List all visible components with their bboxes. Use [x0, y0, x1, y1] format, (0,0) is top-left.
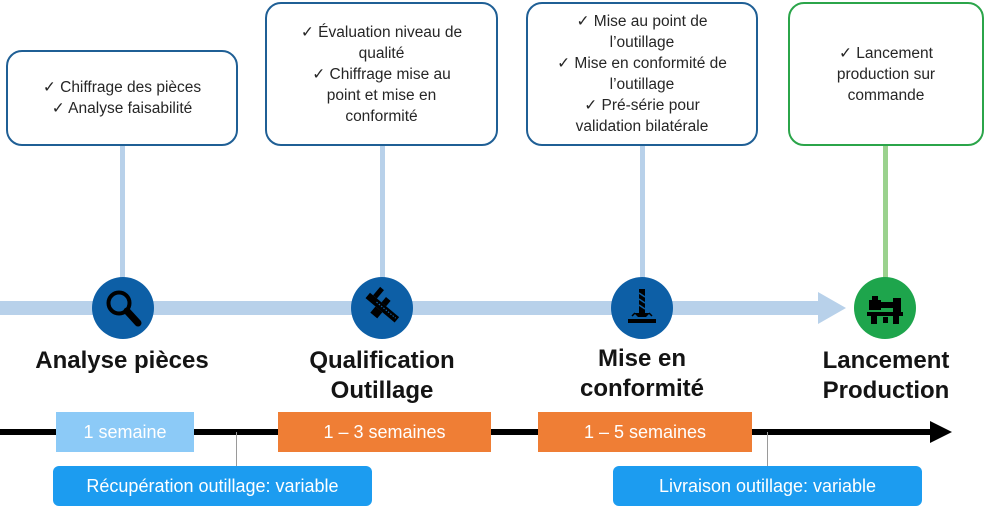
connector-lancement: [883, 146, 888, 296]
phase-title-conformite: Mise en conformité: [522, 344, 762, 404]
phase-title-line: Outillage: [330, 377, 434, 404]
phase-title-qualification: Qualification Outillage: [262, 346, 502, 406]
card-item: production sur: [836, 65, 936, 83]
duration-label: 1 semaine: [83, 421, 167, 442]
card-qualification: ✓ Évaluation niveau de qualité ✓ Chiffra…: [265, 2, 498, 146]
phase-title-line: Mise en: [597, 345, 687, 372]
connector-qualification: [380, 146, 385, 296]
tick-delivery: [767, 432, 768, 466]
machine-icon: [867, 296, 903, 324]
drill-icon: [628, 289, 656, 323]
node-conformite: [611, 277, 673, 339]
duration-label: 1 – 5 semaines: [583, 421, 707, 442]
phase-title-line: Analyse pièces: [35, 347, 209, 374]
phase-title-line: conformité: [579, 375, 704, 402]
card-item: l’outillage: [609, 34, 675, 51]
phase-title-analyse: Analyse pièces: [2, 346, 242, 376]
tooling-recovery-pill: Récupération outillage: variable: [53, 466, 372, 506]
tooling-delivery-label: Livraison outillage: variable: [658, 475, 877, 496]
card-item: conformité: [345, 107, 418, 125]
card-lancement: ✓ Lancement production sur commande: [788, 2, 984, 146]
duration-label: 1 – 3 semaines: [323, 421, 446, 442]
card-item: point et mise en: [326, 86, 437, 104]
node-analyse: [92, 277, 154, 339]
card-item: ✓ Lancement: [839, 44, 933, 62]
card-item: ✓ Évaluation niveau de: [300, 23, 463, 41]
magnifier-icon: [106, 290, 142, 327]
phase-title-line: Lancement: [822, 347, 950, 374]
card-item: validation bilatérale: [575, 118, 709, 135]
tick-recovery: [236, 432, 237, 466]
card-item: ✓ Mise en conformité de: [557, 55, 727, 72]
node-qualification: [351, 277, 413, 339]
tooling-delivery-pill: Livraison outillage: variable: [613, 466, 922, 506]
card-item: qualité: [358, 44, 405, 62]
card-item: ✓ Chiffrage mise au: [312, 65, 451, 83]
phase-title-line: Qualification: [309, 347, 455, 374]
card-item: ✓ Analyse faisabilité: [51, 100, 193, 117]
caliper-icon: [365, 286, 400, 323]
card-item: ✓ Chiffrage des pièces: [42, 79, 202, 96]
phase-title-lancement: Lancement Production: [766, 346, 1000, 406]
card-conformite: ✓ Mise au point de l’outillage ✓ Mise en…: [526, 2, 758, 146]
phase-title-line: Production: [822, 377, 950, 404]
duration-qualification: 1 – 3 semaines: [278, 412, 491, 452]
card-item: ✓ Pré-série pour: [584, 97, 700, 114]
card-item: ✓ Mise au point de: [576, 13, 708, 30]
card-item: commande: [847, 86, 925, 104]
connector-conformite: [640, 146, 645, 296]
duration-conformite: 1 – 5 semaines: [538, 412, 752, 452]
duration-analyse: 1 semaine: [56, 412, 194, 452]
card-analyse: ✓ Chiffrage des pièces ✓ Analyse faisabi…: [6, 50, 238, 146]
tooling-recovery-label: Récupération outillage: variable: [86, 475, 339, 496]
node-lancement: [854, 277, 916, 339]
card-item: l’outillage: [609, 76, 675, 93]
connector-analyse: [120, 146, 125, 296]
